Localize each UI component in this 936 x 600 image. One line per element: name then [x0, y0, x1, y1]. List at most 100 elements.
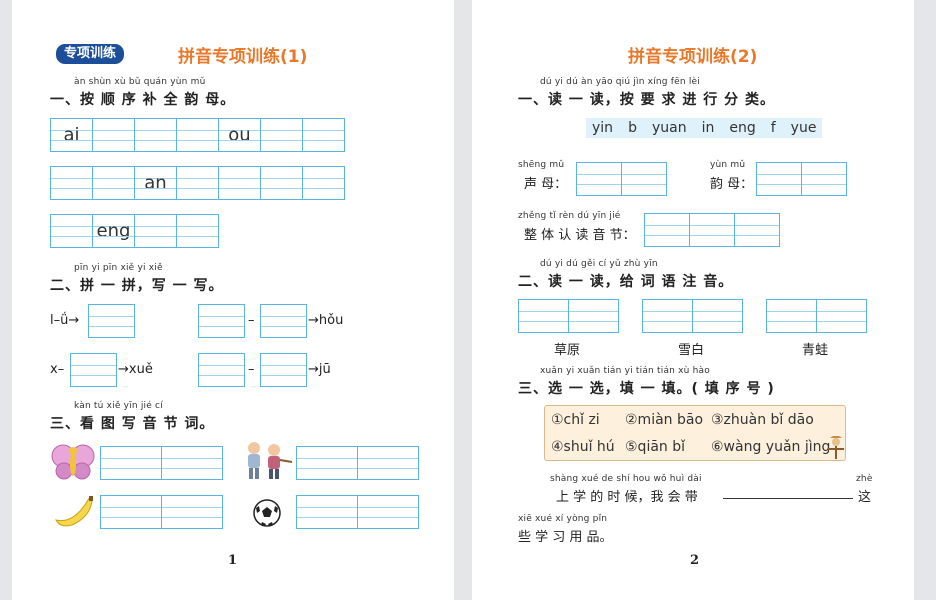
grid-cell[interactable]: [693, 299, 743, 333]
grid-cell[interactable]: [690, 213, 735, 247]
football-icon: [253, 499, 281, 527]
children-sweeping-icon: [248, 442, 293, 479]
grid-cell[interactable]: [261, 353, 307, 387]
grid-cell[interactable]: [71, 353, 117, 387]
q1-grid-row-3[interactable]: eng: [50, 214, 219, 248]
answer-blank[interactable]: [723, 498, 853, 499]
grid-cell[interactable]: [358, 495, 419, 529]
grid-cell[interactable]: [577, 162, 622, 196]
grid-cell[interactable]: [261, 166, 303, 200]
ztrd-pinyin: zhěng tǐ rèn dú yīn jié: [518, 211, 621, 221]
grid-cell[interactable]: [569, 299, 619, 333]
grid-cell[interactable]: [645, 213, 690, 247]
word-1-boxes[interactable]: [518, 299, 619, 333]
grid-cell[interactable]: [51, 214, 93, 248]
grid-cell[interactable]: [135, 214, 177, 248]
grid-cell[interactable]: [199, 304, 245, 338]
word-1: 草原: [554, 343, 581, 358]
ztrd-answer-boxes[interactable]: [644, 213, 780, 247]
word-2-boxes[interactable]: [642, 299, 743, 333]
shengmu-pinyin: shēng mǔ: [518, 160, 565, 170]
q2-b-box-1[interactable]: [198, 304, 245, 338]
sentence-1-end: 这: [858, 490, 872, 505]
letter-item: yue: [790, 120, 817, 136]
q3-football-boxes[interactable]: [296, 495, 419, 529]
option-6[interactable]: ⑥wàng yuǎn jìng: [711, 439, 831, 455]
option-1[interactable]: ①chǐ zi: [551, 412, 600, 428]
grid-cell[interactable]: ou: [219, 118, 261, 152]
grid-cell[interactable]: [767, 299, 817, 333]
grid-cell[interactable]: [519, 299, 569, 333]
page-number: 2: [690, 553, 700, 568]
q2-b-suffix: →hǒu: [308, 313, 344, 328]
q2-pinyin: dú yi dú gěi cí yǔ zhù yīn: [540, 259, 658, 269]
section-badge: 专项训练: [56, 44, 125, 64]
grid-cell[interactable]: eng: [93, 214, 135, 248]
grid-cell[interactable]: [93, 166, 135, 200]
q2-d-dash: –: [248, 362, 255, 377]
q2-c-box[interactable]: [70, 353, 117, 387]
grid-cell[interactable]: [297, 446, 358, 480]
grid-cell[interactable]: [358, 446, 419, 480]
yunmu-answer-boxes[interactable]: [756, 162, 847, 196]
word-3: 青蛙: [802, 343, 829, 358]
grid-cell[interactable]: [177, 166, 219, 200]
grid-cell[interactable]: [199, 353, 245, 387]
q2-a-prefix: l–ǘ→: [50, 313, 80, 328]
q2-a-answer-box[interactable]: [88, 304, 135, 338]
q2-c-prefix: x–: [50, 362, 65, 377]
grid-cell[interactable]: [261, 118, 303, 152]
butterfly-icon: [51, 444, 95, 480]
grid-cell[interactable]: [101, 495, 162, 529]
q3-butterfly-boxes[interactable]: [100, 446, 223, 480]
grid-cell[interactable]: [735, 213, 780, 247]
q1-pinyin: dú yi dú àn yāo qiú jìn xíng fēn lèi: [540, 77, 700, 87]
sentence-2: 些 学 习 用 品。: [518, 530, 613, 545]
grid-cell[interactable]: an: [135, 166, 177, 200]
option-2[interactable]: ②miàn bāo: [625, 412, 704, 428]
option-3[interactable]: ③zhuàn bǐ dāo: [711, 412, 814, 428]
option-4[interactable]: ④shuǐ hú: [551, 439, 615, 455]
grid-cell[interactable]: [817, 299, 867, 333]
q1-pinyin: àn shùn xù bǔ quán yùn mǔ: [74, 77, 206, 87]
grid-cell[interactable]: [101, 446, 162, 480]
q1-grid-row-1[interactable]: ai ou: [50, 118, 345, 152]
grid-cell[interactable]: [643, 299, 693, 333]
grid-cell[interactable]: [177, 214, 219, 248]
grid-cell[interactable]: [622, 162, 667, 196]
grid-cell[interactable]: [162, 446, 223, 480]
grid-cell[interactable]: [89, 304, 135, 338]
ztrd-label: 整 体 认 读 音 节：: [524, 228, 636, 243]
q2-d-box-1[interactable]: [198, 353, 245, 387]
q2-d-box-2[interactable]: [260, 353, 307, 387]
q2-title: 二、拼 一 拼，写 一 写。: [50, 278, 224, 294]
grid-cell[interactable]: [297, 495, 358, 529]
q2-b-box-2[interactable]: [260, 304, 307, 338]
grid-cell[interactable]: [219, 166, 261, 200]
q3-title: 三、选 一 选，填 一 填。( 填 序 号 ): [518, 381, 775, 397]
letter-item: in: [701, 120, 715, 136]
grid-cell[interactable]: [261, 304, 307, 338]
grid-cell[interactable]: [177, 118, 219, 152]
grid-cell[interactable]: [757, 162, 802, 196]
grid-cell[interactable]: [162, 495, 223, 529]
page-number: 1: [228, 553, 238, 568]
q2-d-suffix: →jū: [308, 362, 331, 377]
grid-cell[interactable]: [51, 166, 93, 200]
grid-cell[interactable]: [303, 166, 345, 200]
grid-cell[interactable]: [802, 162, 847, 196]
q1-grid-row-2[interactable]: an: [50, 166, 345, 200]
option-5[interactable]: ⑤qiān bǐ: [625, 439, 686, 455]
word-3-boxes[interactable]: [766, 299, 867, 333]
grid-cell[interactable]: ai: [51, 118, 93, 152]
shengmu-answer-boxes[interactable]: [576, 162, 667, 196]
q3-kids-boxes[interactable]: [296, 446, 419, 480]
grid-cell[interactable]: [93, 118, 135, 152]
page-title: 拼音专项训练(1): [178, 47, 308, 67]
grid-cell[interactable]: [303, 118, 345, 152]
letter-item: b: [628, 120, 637, 136]
grid-cell[interactable]: [135, 118, 177, 152]
sentence-1-pinyin: shàng xué de shí hou wǒ huì dài: [550, 474, 702, 484]
page-2: 拼音专项训练(2) dú yi dú àn yāo qiú jìn xíng f…: [472, 0, 914, 600]
q3-banana-boxes[interactable]: [100, 495, 223, 529]
